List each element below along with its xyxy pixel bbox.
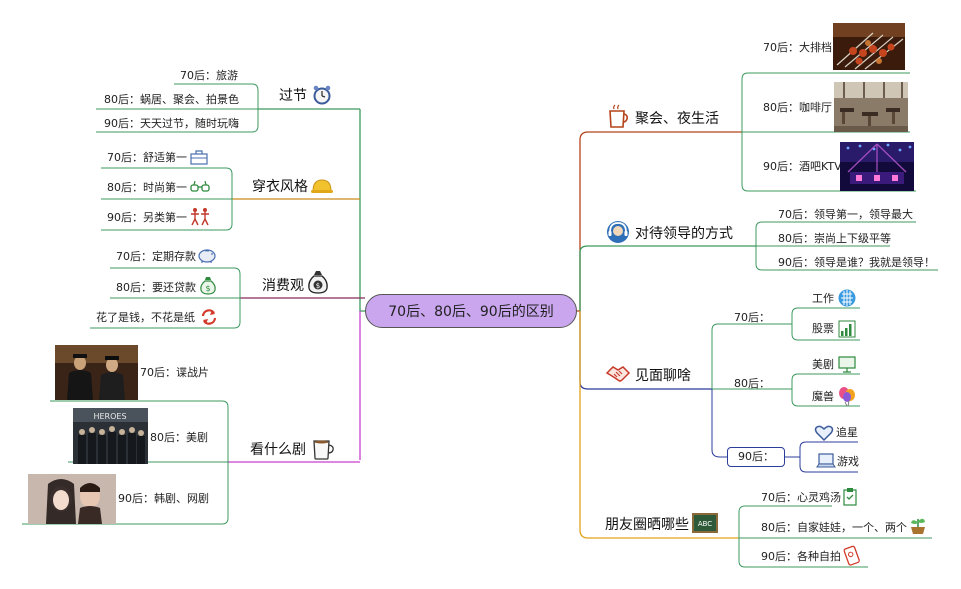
glasses-icon	[190, 180, 210, 192]
liaosha-80-drama[interactable]: 美剧	[812, 358, 834, 371]
xiaofei-item-70[interactable]: 70后：定期存款	[116, 250, 196, 263]
branch-juhui[interactable]: 聚会、夜生活	[635, 111, 719, 127]
chuanyi-item-90[interactable]: 90后：另类第一	[107, 211, 187, 224]
laptop-icon	[816, 453, 836, 468]
branch-lingdao[interactable]: 对待领导的方式	[635, 226, 733, 242]
liaosha-group-70[interactable]: 70后：	[734, 311, 770, 324]
liaosha-group-80[interactable]: 80后：	[734, 377, 770, 390]
kanju-item-70[interactable]: 70后：谍战片	[140, 366, 209, 379]
lingdao-item-90[interactable]: 90后：领导是谁？我就是领导！	[778, 256, 935, 269]
kanju-item-80[interactable]: 80后：美剧	[150, 431, 208, 444]
lingdao-item-70[interactable]: 70后：领导第一，领导最大	[778, 208, 913, 221]
clipboard-icon	[843, 488, 857, 506]
liaosha-80-wow[interactable]: 魔兽	[812, 390, 834, 403]
branch-liaosha[interactable]: 见面聊啥	[635, 368, 691, 384]
balloons-icon	[839, 387, 855, 407]
guojie-item-70[interactable]: 70后：旅游	[180, 69, 238, 82]
juhui-item-80[interactable]: 80后：咖啡厅	[763, 101, 832, 114]
branch-chuanyi[interactable]: 穿衣风格	[252, 179, 308, 195]
liaosha-group-90-box[interactable]	[727, 447, 785, 467]
xiaofei-item-90[interactable]: 花了是钱，不花是纸	[96, 311, 195, 324]
root-node[interactable]: 70后、80后、90后的区别	[365, 294, 577, 328]
poster-title: HEROES	[93, 412, 126, 421]
refresh-arrows-icon	[201, 309, 217, 325]
cafe-photo	[834, 82, 908, 132]
heroes-poster: HEROES	[73, 408, 148, 464]
coin-bag-icon: $	[200, 277, 216, 295]
coffee-cup-icon	[313, 440, 334, 460]
liaosha-group-90[interactable]: 90后：	[738, 450, 774, 463]
root-label: 70后、80后、90后的区别	[388, 304, 554, 320]
phone-selfie-icon	[843, 545, 860, 566]
liaosha-90-game[interactable]: 游戏	[837, 455, 859, 468]
lingdao-item-80[interactable]: 80后：崇尚上下级平等	[778, 232, 891, 245]
juhui-item-70[interactable]: 70后：大排档	[763, 41, 832, 54]
svg-text:$: $	[316, 282, 320, 290]
liaosha-90-idol[interactable]: 追星	[836, 426, 858, 439]
pengyouquan-item-70[interactable]: 70后：心灵鸡汤	[761, 491, 841, 504]
mug-icon	[609, 104, 628, 128]
branch-xiaofei[interactable]: 消费观	[262, 278, 304, 294]
money-bag-icon: $	[308, 271, 328, 294]
chalkboard-text: ABC	[698, 520, 712, 528]
chuanyi-item-80[interactable]: 80后：时尚第一	[107, 181, 187, 194]
grid-globe-icon	[838, 289, 856, 307]
juhui-item-90[interactable]: 90后：酒吧KTV	[763, 160, 842, 173]
monitor-icon	[838, 356, 856, 373]
bbq-stall-photo	[833, 23, 905, 70]
sprout-pot-icon	[911, 518, 925, 534]
svg-text:$: $	[205, 284, 210, 293]
bar-chart-icon	[838, 320, 856, 338]
dancers-icon	[191, 208, 209, 226]
kanju-item-90[interactable]: 90后：韩剧、网剧	[118, 492, 209, 505]
branch-pengyouquan[interactable]: 朋友圈晒哪些	[605, 517, 689, 533]
heart-icon	[814, 425, 834, 442]
bar-ktv-photo	[840, 142, 914, 191]
liaosha-70-work[interactable]: 工作	[812, 292, 834, 305]
hard-hat-icon	[311, 179, 333, 193]
chalkboard-icon: ABC	[692, 513, 718, 533]
korean-drama-photo	[28, 474, 116, 524]
headset-icon	[607, 221, 629, 243]
branch-kanju[interactable]: 看什么剧	[250, 442, 306, 458]
piggy-bank-icon	[198, 249, 216, 263]
pengyouquan-item-90[interactable]: 90后：各种自拍	[761, 550, 841, 563]
xiaofei-item-80[interactable]: 80后：要还贷款	[116, 281, 196, 294]
pengyouquan-item-80[interactable]: 80后：自家娃娃，一个、两个	[761, 521, 907, 534]
alarm-clock-icon	[313, 85, 331, 105]
guojie-item-80[interactable]: 80后：蜗居、聚会、拍景色	[104, 93, 239, 106]
briefcase-icon	[190, 150, 208, 165]
handshake-icon	[605, 366, 631, 382]
chuanyi-item-70[interactable]: 70后：舒适第一	[107, 151, 187, 164]
spy-film-photo	[55, 345, 138, 400]
guojie-item-90[interactable]: 90后：天天过节，随时玩嗨	[104, 117, 239, 130]
liaosha-70-stock[interactable]: 股票	[812, 322, 834, 335]
branch-guojie[interactable]: 过节	[279, 88, 307, 104]
